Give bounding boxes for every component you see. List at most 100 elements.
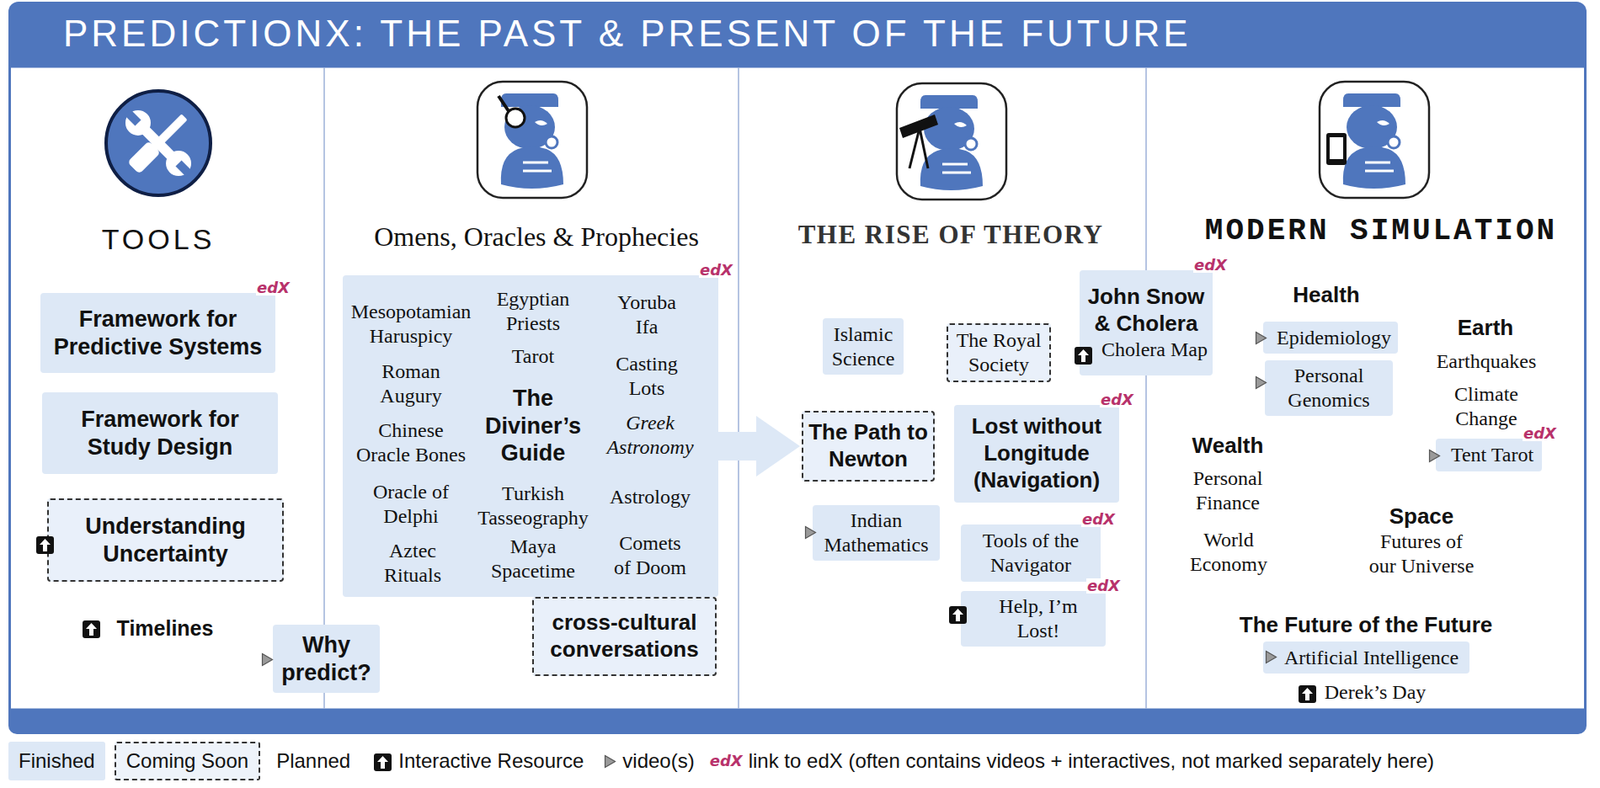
box-label: Why predict? [277, 631, 375, 688]
flow-arrow [718, 416, 800, 477]
finished-box: Islamic Science [822, 318, 904, 375]
practice-label: Astrology [599, 485, 701, 510]
column-panel: THE RISE OF THEORYIslamic ScienceThe Roy… [738, 67, 1147, 710]
practice-label: Comets of Doom [610, 531, 691, 581]
practice-label: Chinese Oracle Bones [352, 418, 470, 468]
legend-item: Coming Soon [114, 741, 261, 781]
plan-label: Climate Change [1435, 382, 1537, 432]
edx-logo: edX [1193, 257, 1228, 273]
interactive-icon [35, 533, 55, 555]
coming-soon-box: Understanding Uncertainty [47, 498, 284, 582]
column-heading: TOOLS [32, 222, 285, 257]
box-label: Tools of the Navigator [965, 528, 1096, 578]
box-heading: The Diviner’s Guide [476, 384, 591, 469]
interactive-icon [81, 617, 102, 640]
plan-label: The Future of the Future [1205, 612, 1526, 640]
legend: Finished Coming Soon Planned Interactive Re… [8, 741, 1435, 781]
box-label: Framework for Predictive Systems [45, 305, 271, 362]
legend-sample: Coming Soon [114, 741, 261, 781]
plan-label: Health [1263, 282, 1390, 310]
column-separator [737, 67, 740, 710]
legend-item: Interactive Resource [373, 741, 584, 781]
plan-label: Timelines [101, 615, 229, 642]
legend-swatch: Finished [8, 741, 106, 781]
practice-label: Egyptian Priests [478, 287, 588, 336]
finished-box: Artificial Intelligence [1263, 641, 1470, 674]
edx-logo: edX [709, 753, 744, 769]
legend-text: link to edX (often contains videos + int… [748, 749, 1435, 774]
finished-box: Tent TarotedX [1435, 438, 1542, 472]
box-label: cross-cultural conversations [538, 609, 710, 663]
legend-item: edXlink to edX (often contains videos + … [709, 741, 1435, 781]
box-label: Lost without Longitude (Navigation) [959, 413, 1115, 494]
finished-box: Personal Genomics [1264, 360, 1393, 416]
edx-logo: edX [1099, 392, 1135, 408]
column-separator [323, 67, 326, 710]
video-icon [804, 525, 817, 540]
plan-label: Futures of our Universe [1352, 529, 1492, 579]
plan-label: World Economy [1178, 528, 1280, 577]
plan-label: Personal Finance [1177, 466, 1279, 516]
video-icon [1264, 650, 1278, 665]
plan-label: Derek’s Day [1316, 680, 1435, 705]
plan-label: Earthquakes [1423, 349, 1550, 374]
finished-box: Epidemiology [1263, 321, 1398, 354]
diviner-figure [477, 81, 587, 198]
practice-label: Turkish Tasseography [474, 481, 592, 531]
interactive-icon [948, 602, 968, 625]
coming-soon-box: The Path to Newton [801, 410, 935, 482]
column-heading: Omens, Oracles & Prophecies [338, 220, 735, 253]
practice-label: Mesopotamian Haruspicy [346, 299, 475, 349]
title-bar [8, 1, 1587, 67]
box-label: Cholera Map [1084, 337, 1208, 363]
box-label: Help, I’m Lost! [976, 594, 1101, 644]
practice-label: Maya Spacetime [474, 534, 592, 584]
box-label: Personal Genomics [1269, 363, 1388, 413]
diagram-title: PREDICTIONX: THE PAST & PRESENT OF THE F… [63, 11, 1192, 57]
interactive-icon [373, 750, 393, 773]
box-label: Islamic Science [827, 322, 899, 372]
practice-label: Aztec Rituals [370, 538, 455, 588]
box-label: Indian Mathematics [817, 508, 935, 558]
telescope-symbol [899, 114, 939, 169]
practice-label: Yoruba Ifa [608, 290, 685, 340]
video-icon [261, 652, 274, 667]
finished-box: Framework for Study Design [42, 392, 278, 475]
legend-text: Planned [276, 749, 351, 774]
practice-label: Casting Lots [604, 352, 689, 401]
coming-soon-box: cross-cultural conversations [532, 597, 717, 677]
practice-label: Tarot [478, 344, 588, 369]
finished-box: Framework for Predictive SystemsedX [40, 293, 276, 374]
video-icon [1254, 330, 1268, 346]
interactive-icon [1073, 343, 1094, 366]
finished-box: Help, I’m Lost!edX [960, 591, 1106, 647]
video-icon [603, 754, 617, 769]
plan-label: Wealth [1173, 432, 1283, 460]
edx-logo: edX [698, 262, 734, 278]
legend-text: Interactive Resource [398, 749, 584, 774]
box-label: John Snow & Cholera [1084, 283, 1208, 337]
tools-icon [106, 90, 211, 196]
edx-logo: edX [1086, 578, 1121, 594]
legend-text: Finished [18, 749, 96, 774]
plan-label: Earth [1434, 314, 1536, 342]
column-panel: TOOLS Framework for Predictive SystemsedX… [10, 67, 325, 710]
edx-logo: edX [1522, 426, 1558, 442]
video-icon [1254, 375, 1268, 390]
legend-item: Planned [276, 741, 351, 781]
legend-item: Finished [8, 741, 106, 781]
coming-soon-box: The Royal Society [946, 323, 1051, 383]
astronomer-figure [896, 83, 1007, 200]
wrench-symbol [118, 103, 199, 184]
box-label: Understanding Uncertainty [53, 512, 278, 569]
edx-logo: edX [1081, 512, 1116, 528]
frame [10, 66, 1586, 710]
finished-box: John Snow & CholeraCholera MapedX [1079, 270, 1213, 376]
column-heading: MODERN SIMULATION [1170, 213, 1592, 250]
practice-label: Roman Augury [368, 359, 454, 409]
legend-text: Coming Soon [126, 749, 249, 774]
box-label: Artificial Intelligence [1278, 645, 1465, 671]
column-panel: Omens, Oracles & PropheciesThe Diviner’s… [324, 67, 739, 710]
interactive-icon [1297, 682, 1318, 704]
